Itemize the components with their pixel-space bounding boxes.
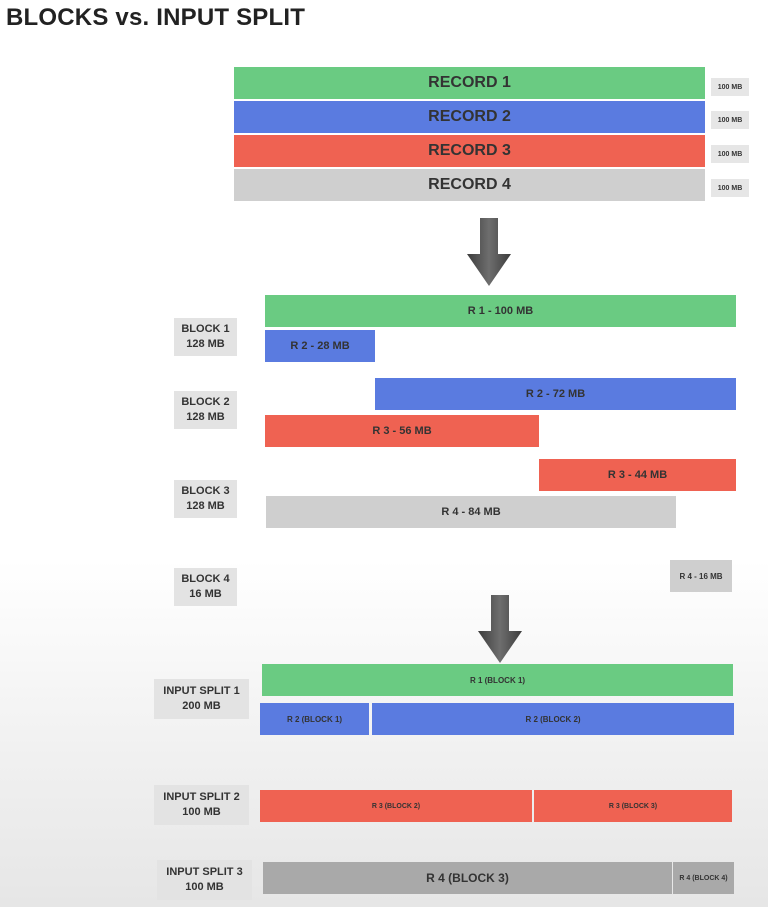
block-1-segment-r1: R 1 - 100 MB xyxy=(265,295,736,327)
input-split-1-segment-r2-block2: R 2 (BLOCK 2) xyxy=(372,703,734,735)
record-2-size: 100 MB xyxy=(711,111,749,129)
block-4-name: BLOCK 4 xyxy=(181,573,230,585)
input-split-1-label: INPUT SPLIT 1 200 MB xyxy=(154,679,249,719)
input-split-3-size: 100 MB xyxy=(185,881,224,893)
block-2-name: BLOCK 2 xyxy=(181,396,230,408)
block-3-label: BLOCK 3 128 MB xyxy=(174,480,237,518)
input-split-3-segment-r4-block3: R 4 (BLOCK 3) xyxy=(263,862,672,894)
input-split-2-label: INPUT SPLIT 2 100 MB xyxy=(154,785,249,825)
block-2-size: 128 MB xyxy=(186,411,225,423)
input-split-3-label: INPUT SPLIT 3 100 MB xyxy=(157,860,252,900)
block-2-segment-r2: R 2 - 72 MB xyxy=(375,378,736,410)
block-1-size: 128 MB xyxy=(186,338,225,350)
record-1-size: 100 MB xyxy=(711,78,749,96)
input-split-1-segment-r2-block1: R 2 (BLOCK 1) xyxy=(260,703,369,735)
input-split-1-name: INPUT SPLIT 1 xyxy=(163,685,240,697)
block-3-segment-r3: R 3 - 44 MB xyxy=(539,459,736,491)
block-1-label: BLOCK 1 128 MB xyxy=(174,318,237,356)
input-split-2-size: 100 MB xyxy=(182,806,221,818)
block-3-size: 128 MB xyxy=(186,500,225,512)
record-4-size: 100 MB xyxy=(711,179,749,197)
input-split-2-name: INPUT SPLIT 2 xyxy=(163,791,240,803)
block-1-segment-r2: R 2 - 28 MB xyxy=(265,330,375,362)
input-split-2-segment-r3-block2: R 3 (BLOCK 2) xyxy=(260,790,532,822)
block-1-name: BLOCK 1 xyxy=(181,323,230,335)
down-arrow-icon xyxy=(467,218,511,286)
record-2-bar: RECORD 2 xyxy=(234,101,705,133)
record-1-bar: RECORD 1 xyxy=(234,67,705,99)
record-3-bar: RECORD 3 xyxy=(234,135,705,167)
block-4-size: 16 MB xyxy=(189,588,222,600)
input-split-1-segment-r1: R 1 (BLOCK 1) xyxy=(262,664,733,696)
page-title: BLOCKS vs. INPUT SPLIT xyxy=(6,4,306,31)
block-2-label: BLOCK 2 128 MB xyxy=(174,391,237,429)
block-4-segment-r4: R 4 - 16 MB xyxy=(670,560,732,592)
down-arrow-icon xyxy=(478,595,522,663)
record-3-size: 100 MB xyxy=(711,145,749,163)
record-4-bar: RECORD 4 xyxy=(234,169,705,201)
block-4-label: BLOCK 4 16 MB xyxy=(174,568,237,606)
block-3-segment-r4: R 4 - 84 MB xyxy=(266,496,676,528)
input-split-2-segment-r3-block3: R 3 (BLOCK 3) xyxy=(534,790,732,822)
input-split-1-size: 200 MB xyxy=(182,700,221,712)
input-split-3-segment-r4-block4: R 4 (BLOCK 4) xyxy=(673,862,734,894)
block-3-name: BLOCK 3 xyxy=(181,485,230,497)
input-split-3-name: INPUT SPLIT 3 xyxy=(166,866,243,878)
block-2-segment-r3: R 3 - 56 MB xyxy=(265,415,539,447)
